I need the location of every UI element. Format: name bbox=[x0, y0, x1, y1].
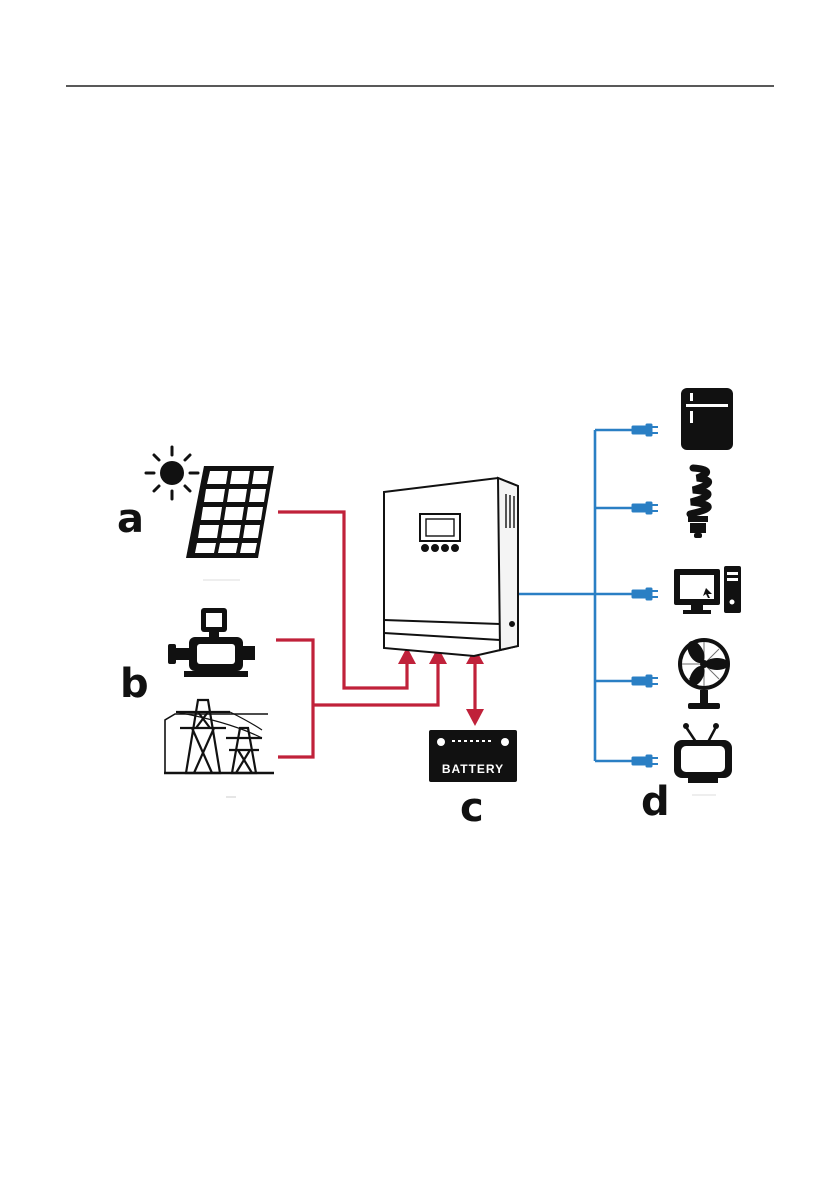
plug-icon bbox=[632, 675, 658, 687]
tv-icon bbox=[674, 723, 732, 783]
fan-icon bbox=[678, 638, 730, 709]
label-c: c bbox=[460, 785, 484, 831]
plugs bbox=[632, 424, 658, 767]
battery-icon: BATTERY bbox=[429, 730, 517, 782]
plug-icon bbox=[632, 424, 658, 436]
output-wires bbox=[518, 430, 632, 761]
generator-icon bbox=[168, 608, 255, 677]
label-a: a bbox=[117, 496, 144, 542]
plug-icon bbox=[632, 502, 658, 514]
plug-icon bbox=[632, 588, 658, 600]
plug-icon bbox=[632, 755, 658, 767]
solar-panel-icon bbox=[186, 466, 274, 558]
ac-input-wire bbox=[313, 660, 438, 705]
power-grid-tower-icon bbox=[164, 700, 274, 773]
input-arrowheads bbox=[398, 647, 484, 726]
sun-icon bbox=[146, 447, 198, 499]
battery-label: BATTERY bbox=[442, 762, 504, 776]
refrigerator-icon bbox=[681, 388, 733, 450]
label-b: b bbox=[120, 661, 149, 707]
label-d: d bbox=[641, 779, 670, 825]
generator-wire bbox=[276, 640, 313, 757]
inverter-icon bbox=[384, 478, 518, 656]
light-bulb-icon bbox=[688, 468, 709, 538]
arrowhead-down bbox=[466, 709, 484, 726]
computer-icon bbox=[674, 566, 741, 614]
